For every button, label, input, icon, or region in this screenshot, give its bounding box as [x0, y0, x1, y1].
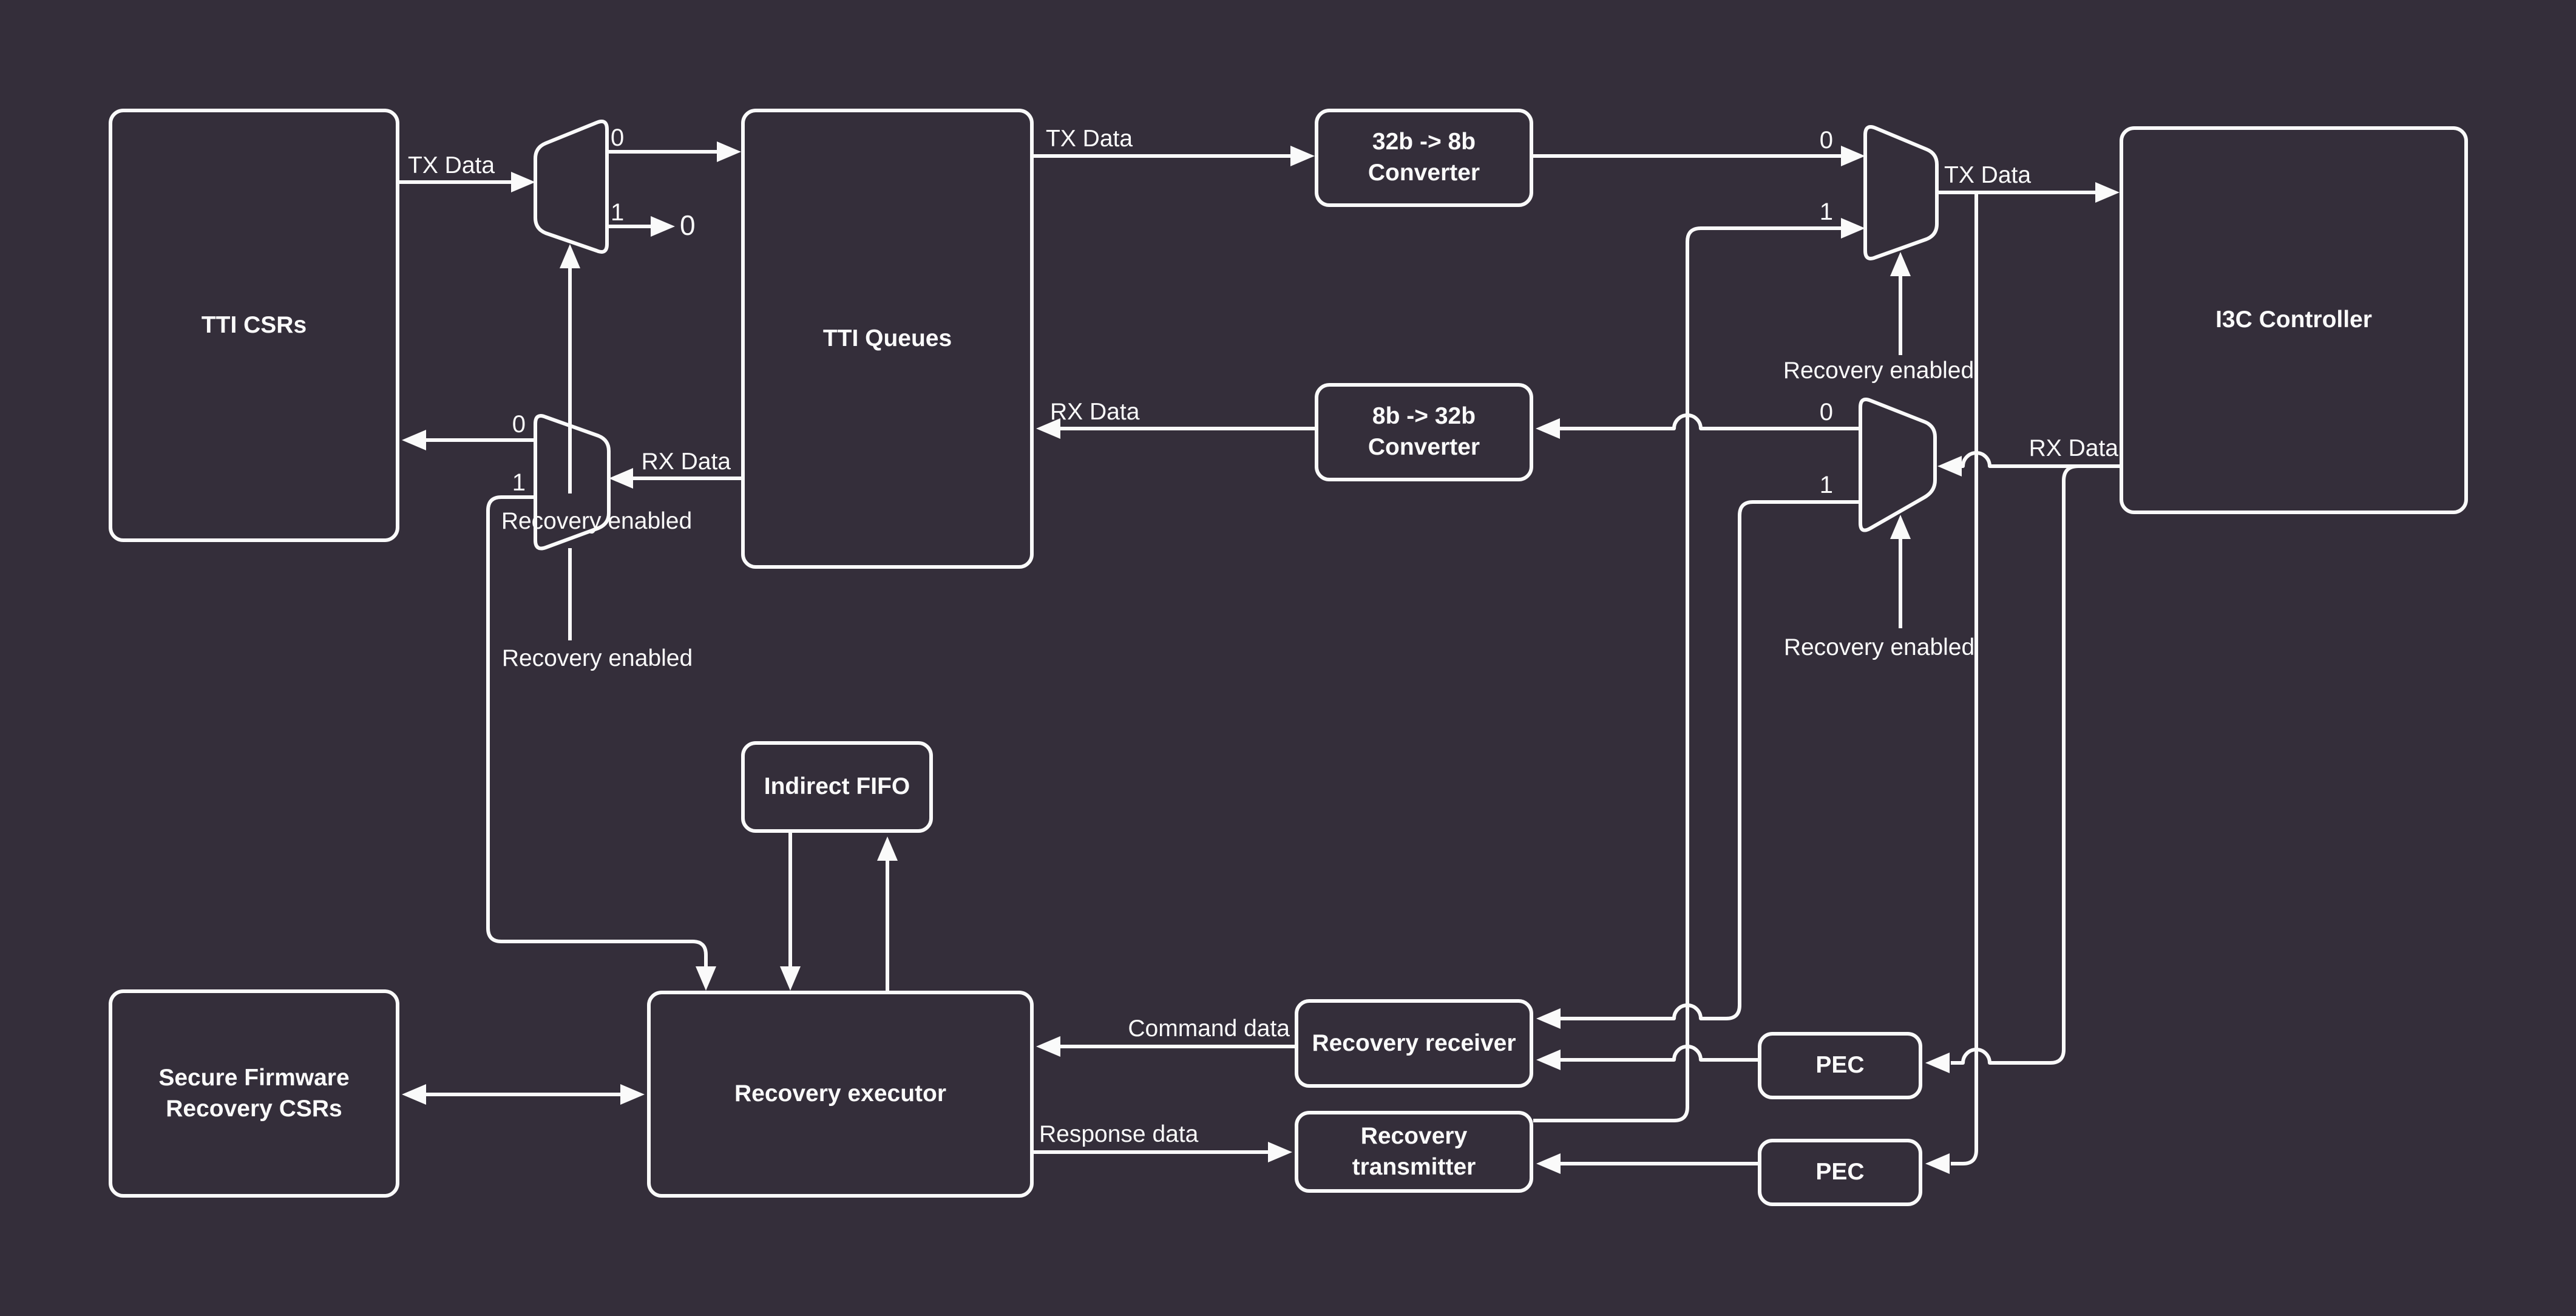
node-pec-bottom: PEC	[1758, 1139, 1922, 1206]
arrowhead	[1290, 146, 1315, 166]
arrowhead	[1890, 252, 1911, 276]
node-recovery-receiver: Recovery receiver	[1295, 999, 1533, 1088]
arrowhead	[1036, 418, 1060, 439]
node-label: Indirect FIFO	[764, 773, 910, 800]
arrowhead	[1536, 1153, 1561, 1174]
arrowhead	[1890, 515, 1911, 539]
node-label: TTI CSRs	[201, 311, 307, 338]
node-label: PEC	[1815, 1052, 1865, 1079]
node-label: TTI Queues	[822, 325, 952, 351]
node-tti-csrs: TTI CSRs	[109, 109, 399, 542]
demux2-port1-label: 1	[512, 469, 526, 496]
node-secure-firmware-recovery-csrs: Secure Firmware Recovery CSRs	[109, 989, 399, 1198]
demux-tx-csr-side	[534, 120, 609, 254]
arrowhead	[560, 244, 580, 268]
arrowhead	[1536, 1050, 1561, 1070]
label-tx-data-left: TX Data	[408, 152, 495, 178]
demux1-port1-label: 1	[611, 199, 625, 226]
arrowhead	[511, 172, 535, 192]
node-label: Recovery receiver	[1312, 1029, 1516, 1056]
demux-rx-controller-side	[1859, 398, 1937, 532]
arrowhead	[717, 141, 741, 162]
node-indirect-fifo: Indirect FIFO	[741, 741, 933, 833]
label-tx-data-right: TX Data	[1944, 162, 2032, 188]
node-i3c-controller: I3C Controller	[2120, 126, 2468, 514]
demux4-port1-label: 1	[1819, 472, 1833, 498]
arrowhead	[1268, 1142, 1292, 1162]
label-rx-data-left: RX Data	[641, 449, 731, 475]
wire-rx-branch-to-pec-top	[1951, 464, 2079, 1065]
node-tti-queues: TTI Queues	[741, 109, 1034, 569]
label-rx-data-mid: RX Data	[1050, 399, 1140, 425]
arrowhead	[1036, 1036, 1060, 1057]
mux3-port0-label: 0	[1819, 127, 1833, 154]
node-label: PEC	[1815, 1159, 1865, 1185]
demux1-port0-label: 0	[611, 124, 625, 151]
label-rx-data-right: RX Data	[2029, 435, 2118, 461]
arrowhead	[620, 1084, 645, 1105]
node-label: I3C Controller	[2215, 307, 2372, 333]
node-recovery-executor: Recovery executor	[647, 991, 1034, 1198]
arrowhead	[1925, 1053, 1950, 1073]
demux2-port0-label: 0	[512, 411, 526, 438]
demux-rx-csr-side	[534, 414, 611, 551]
node-label: Recovery transmitter	[1352, 1122, 1476, 1180]
mux-tx-controller-side	[1863, 125, 1939, 260]
wire-transmitter-up-to-mux3-in1	[1533, 226, 1843, 1122]
node-pec-top: PEC	[1758, 1032, 1922, 1099]
arrowhead	[696, 966, 716, 991]
wire-demux4-out1-to-receiver	[1558, 500, 1860, 1020]
label-response-data: Response data	[1039, 1121, 1199, 1147]
arrowhead	[1536, 1008, 1561, 1029]
wire-pec-top-to-receiver	[1558, 1045, 1758, 1062]
arrowhead	[1925, 1153, 1950, 1174]
label-command-data: Command data	[1128, 1016, 1290, 1042]
arrowhead	[1841, 146, 1865, 166]
label-recovery-enabled-1: Recovery enabled	[501, 508, 693, 534]
node-converter-8b-32b: 8b -> 32b Converter	[1315, 383, 1533, 481]
label-tx-data-mid: TX Data	[1046, 126, 1133, 152]
wire-tx-branch-to-pec-bottom	[1951, 192, 1978, 1165]
mux3-port1-label: 1	[1819, 198, 1833, 225]
arrowhead	[1937, 456, 1962, 477]
node-label: 8b -> 32b Converter	[1368, 403, 1480, 460]
label-recovery-enabled-2: Recovery enabled	[501, 645, 693, 671]
wire-rx-data-i3c-to-demux4	[1957, 451, 2120, 468]
arrowhead	[651, 216, 675, 237]
label-recovery-enabled-3: Recovery enabled	[1783, 358, 1974, 384]
arrowhead	[780, 966, 801, 991]
wire-demux2-out1-to-executor	[486, 495, 708, 971]
const-zero-label: 0	[680, 209, 696, 241]
arrowhead	[609, 468, 633, 489]
node-recovery-transmitter: Recovery transmitter	[1295, 1111, 1533, 1193]
node-label: Recovery executor	[734, 1080, 947, 1107]
label-recovery-enabled-4: Recovery enabled	[1783, 634, 1975, 660]
arrowhead	[2095, 182, 2120, 203]
arrowhead	[1841, 218, 1865, 239]
demux4-port0-label: 0	[1819, 399, 1833, 426]
node-label: Secure Firmware Recovery CSRs	[158, 1064, 350, 1122]
arrowhead	[877, 836, 898, 861]
arrowhead	[1536, 418, 1560, 439]
arrowhead	[402, 1084, 426, 1105]
node-converter-32b-8b: 32b -> 8b Converter	[1315, 109, 1533, 207]
arrowhead	[402, 430, 426, 450]
node-label: 32b -> 8b Converter	[1368, 129, 1480, 186]
wire-demux4-out0-to-conv	[1555, 413, 1860, 430]
